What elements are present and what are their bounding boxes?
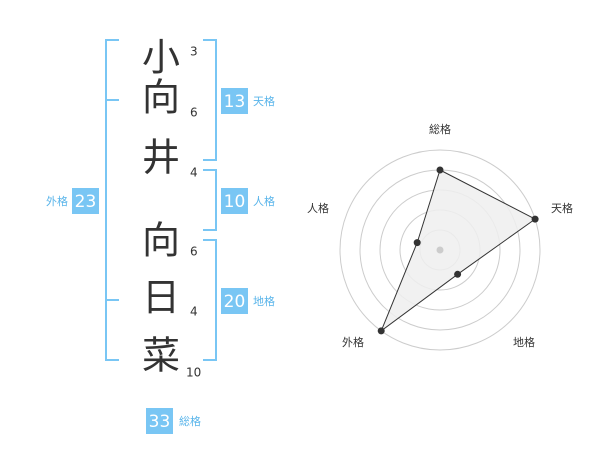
gaikaku-value: 23	[75, 192, 97, 212]
radar-chart: 総格 天格 地格 外格 人格	[307, 122, 573, 351]
radar-points	[377, 166, 539, 335]
tenkaku-label: 天格	[253, 94, 275, 108]
soukaku-value-box	[146, 408, 173, 434]
radar-point	[454, 270, 462, 278]
gaikaku-value-box	[72, 188, 99, 214]
radar-ring	[339, 149, 541, 351]
surname-strokes-2: 6	[190, 106, 198, 120]
soukaku-label: 総格	[179, 414, 201, 428]
soukaku-value: 33	[149, 412, 171, 432]
tenkaku-value-box	[221, 88, 248, 114]
radar-rings	[339, 149, 541, 351]
tenkaku-value: 13	[224, 92, 246, 112]
jinkaku-label: 人格	[253, 194, 275, 208]
radar-label-chikaku: 地格	[513, 335, 535, 349]
radar-center-dot	[436, 246, 444, 254]
surname-char-1: 小	[142, 36, 180, 80]
given-char-3: 菜	[142, 334, 180, 378]
radar-label-tenkaku: 天格	[551, 201, 573, 215]
radar-label-gaikaku: 外格	[342, 335, 364, 349]
radar-label-soukaku: 総格	[429, 122, 451, 136]
surname-char-2: 向	[142, 76, 180, 120]
given-char-1: 向	[142, 219, 180, 263]
given-char-2: 日	[142, 276, 180, 320]
surname-strokes-3: 4	[190, 166, 198, 180]
gaikaku-bracket	[105, 39, 119, 361]
radar-label-jinkaku: 人格	[307, 201, 329, 215]
jinkaku-value-box	[221, 188, 248, 214]
radar-shape	[380, 169, 537, 333]
given-strokes-3: 10	[186, 366, 201, 380]
gaikaku-label: 外格	[46, 194, 68, 208]
chikaku-value: 20	[224, 292, 246, 312]
radar-point	[531, 215, 539, 223]
jinkaku-value: 10	[224, 192, 246, 212]
tenkaku-bracket	[203, 39, 217, 161]
chikaku-value-box	[221, 288, 248, 314]
surname-char-3: 井	[142, 136, 180, 180]
chikaku-bracket	[203, 239, 217, 361]
radar-point	[413, 239, 421, 247]
surname-strokes-1: 3	[190, 45, 198, 59]
given-strokes-1: 6	[190, 245, 198, 259]
radar-point	[436, 166, 444, 174]
jinkaku-bracket	[203, 169, 217, 231]
given-strokes-2: 4	[190, 305, 198, 319]
chikaku-label: 地格	[253, 294, 275, 308]
radar-point	[377, 327, 385, 335]
